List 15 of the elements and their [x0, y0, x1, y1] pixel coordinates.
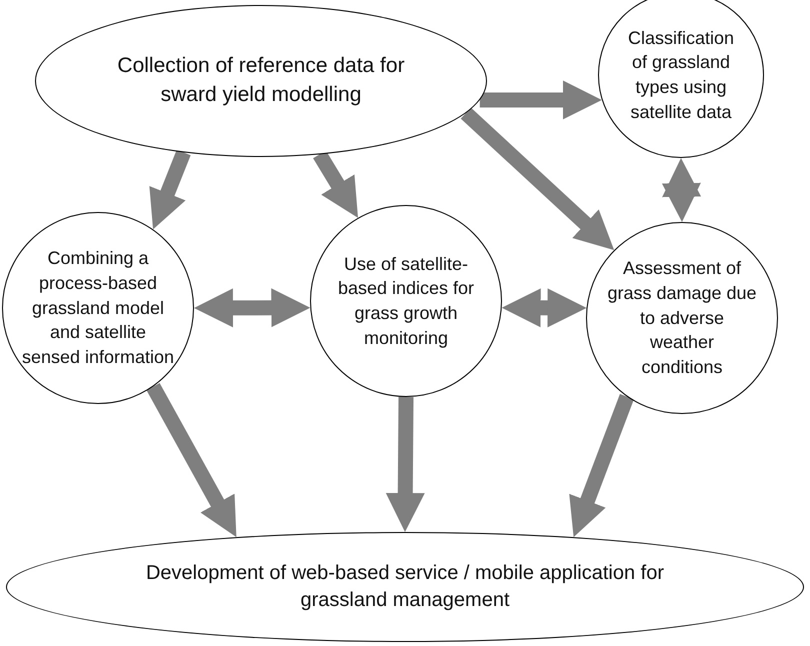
process-circle: Use of satellite-based indices for grass growth monitoring	[310, 205, 502, 397]
process-circle: Classification of grassland types using satellite data	[598, 0, 764, 158]
block-arrow	[480, 80, 602, 120]
block-arrow	[502, 288, 587, 328]
block-arrow	[149, 150, 191, 230]
block-arrow	[569, 394, 634, 538]
process-circle: Assessment of grass damage due to adverse weather conditions	[586, 222, 778, 414]
block-arrow	[662, 158, 702, 222]
block-arrow	[460, 108, 614, 250]
block-arrow	[146, 383, 236, 538]
process-ellipse: Collection of reference data for sward yield modelling	[35, 5, 487, 157]
process-circle: Combining a process-based grassland model and satellite sensed information	[2, 212, 194, 404]
process-ellipse: Development of web-based service / mobile application for grassland management	[6, 532, 804, 642]
block-arrow	[386, 396, 425, 532]
block-arrow	[194, 288, 310, 328]
